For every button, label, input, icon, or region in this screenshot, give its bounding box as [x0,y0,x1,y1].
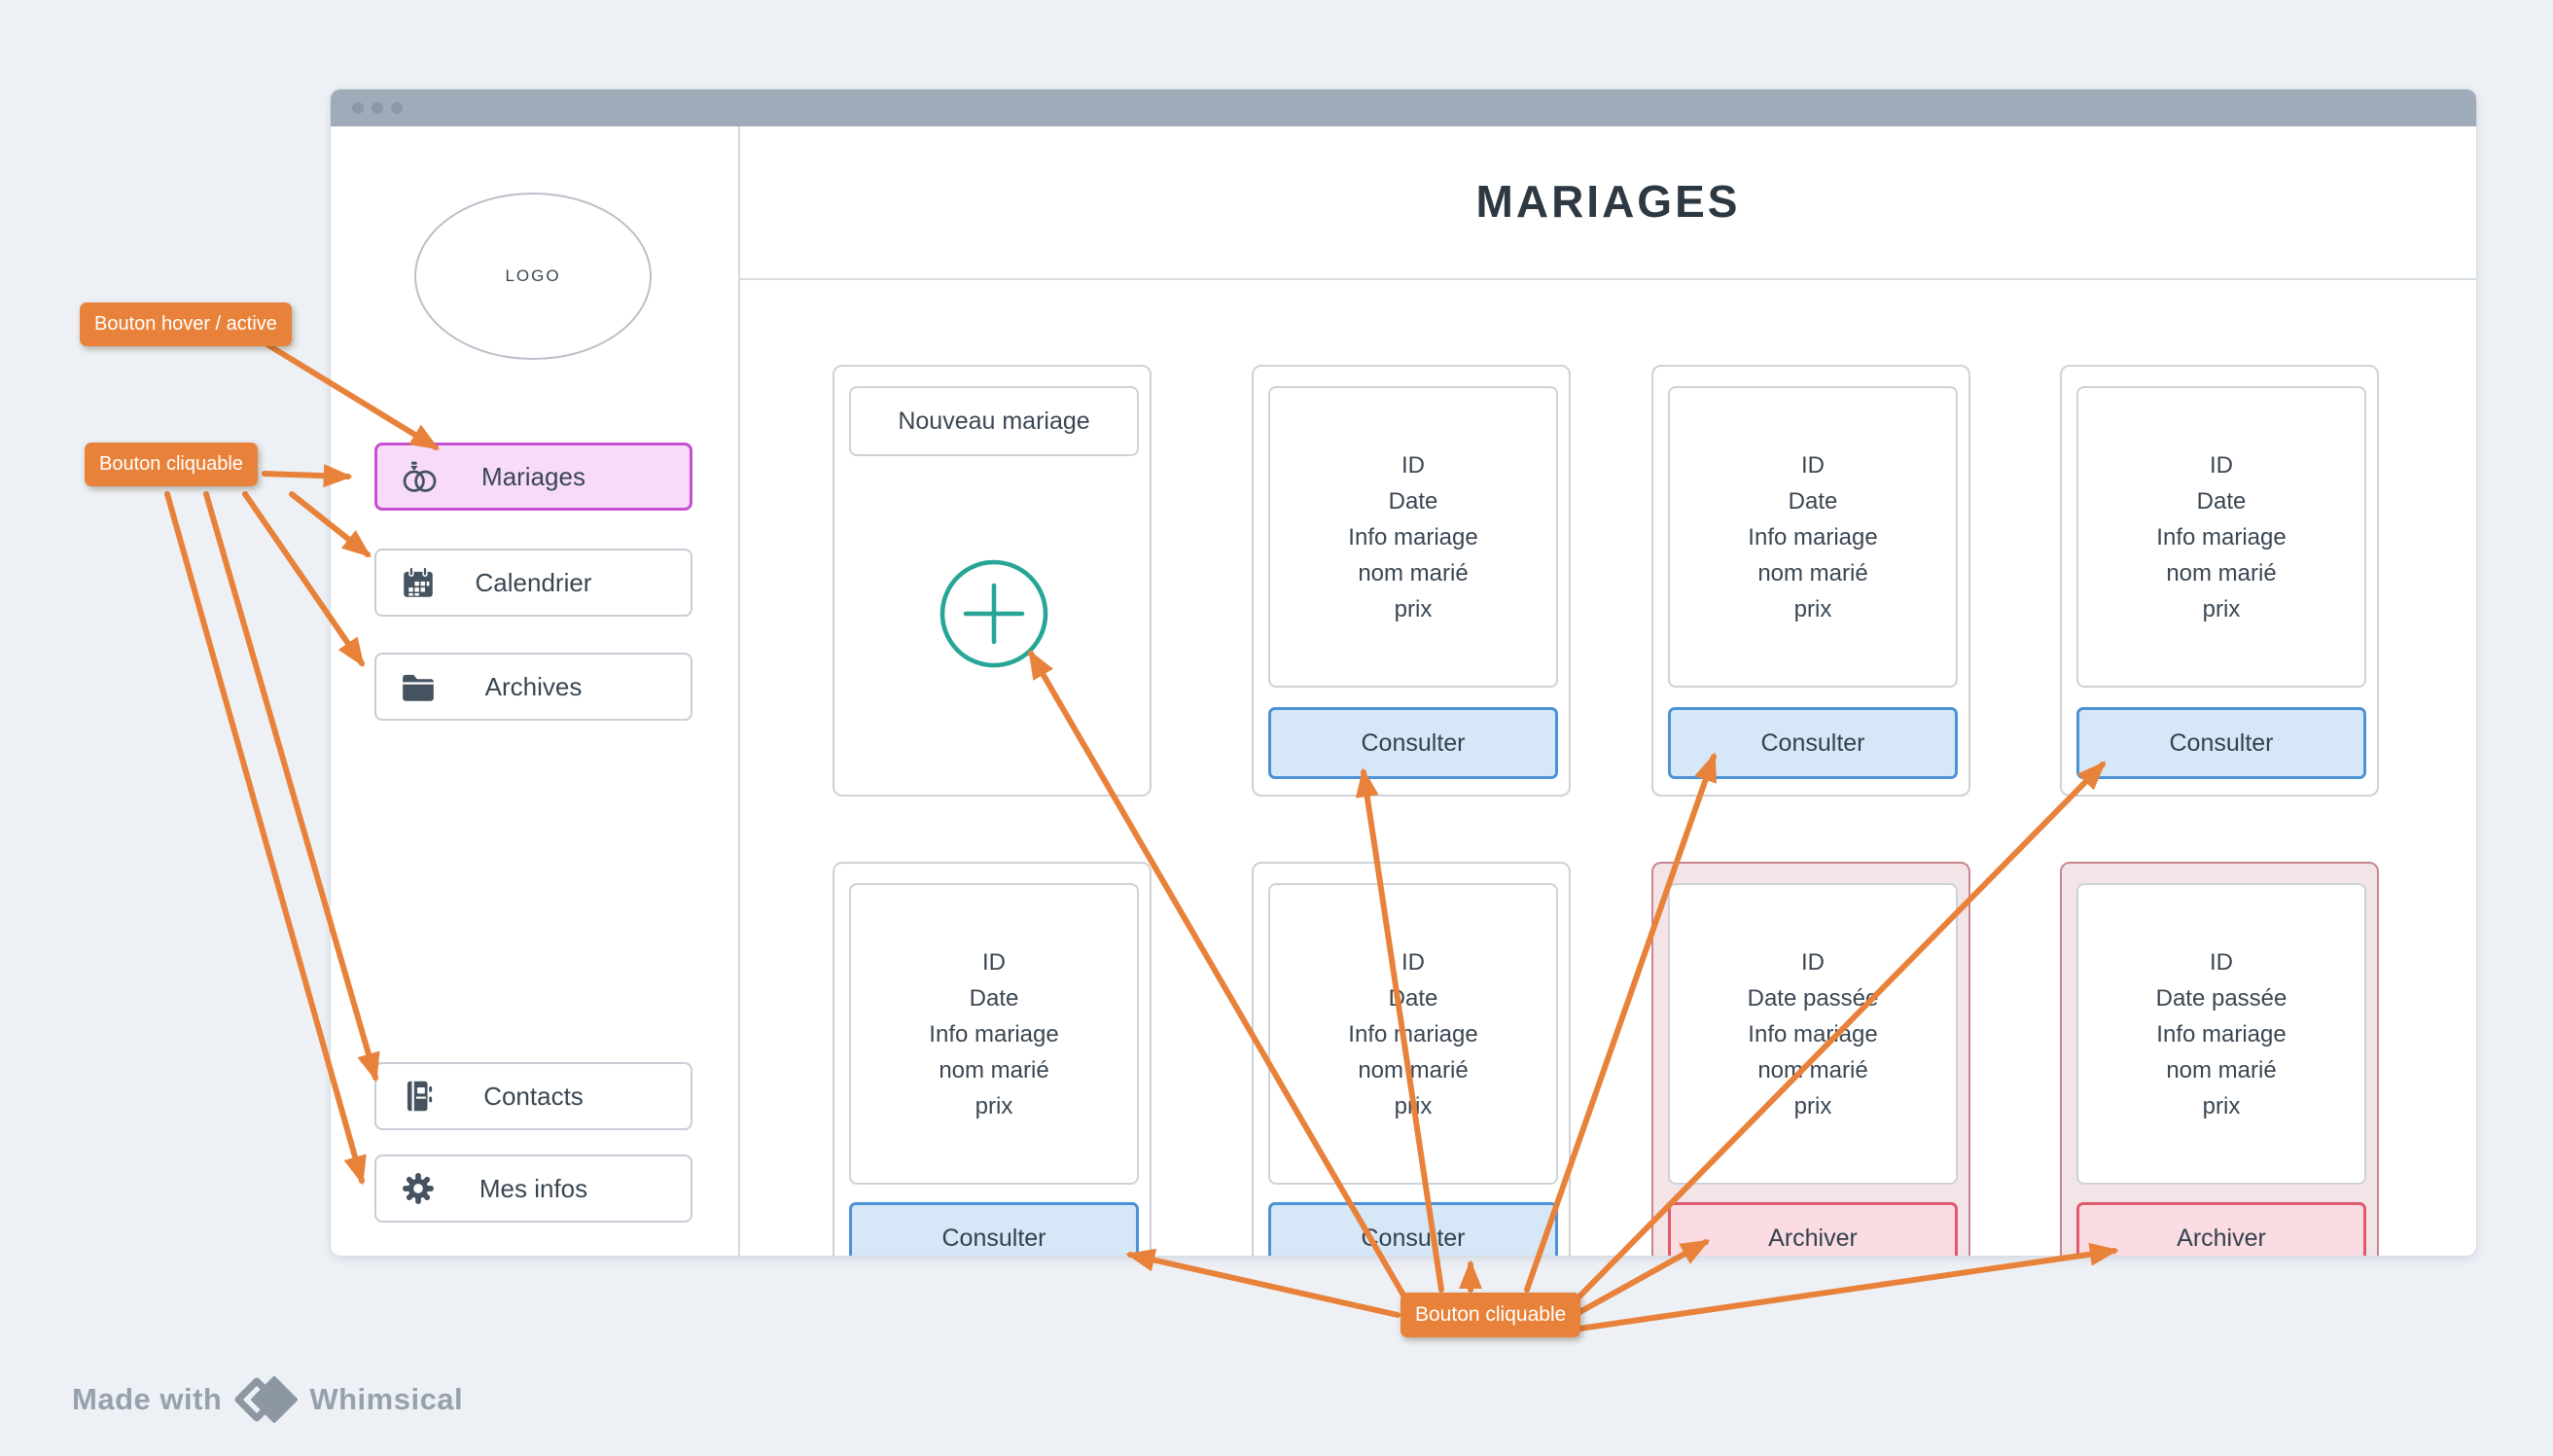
whimsical-brand-text: Whimsical [309,1382,463,1417]
header-divider [740,278,2476,280]
window-dot [372,102,383,114]
browser-window: LOGO Mariages Calendrier Archives [331,89,2476,1256]
sidebar-divider [738,126,740,1256]
card-line: ID [1801,944,1825,980]
card-line: Info mariage [929,1016,1058,1052]
add-mariage-button[interactable] [939,558,1049,669]
card-line: nom marié [939,1052,1048,1088]
mariage-card-info: ID Date Info mariage nom marié prix [1268,883,1558,1185]
card-line: ID [1401,447,1425,483]
card-line: ID [1401,944,1425,980]
card-line: prix [1794,591,1832,627]
logo-text: LOGO [505,266,560,286]
card-line: ID [982,944,1006,980]
annotation-clickable-bottom: Bouton cliquable [1401,1293,1580,1337]
mariage-card-info: ID Date Info mariage nom marié prix [1668,386,1958,688]
card-line: Date [1389,483,1438,519]
new-mariage-title: Nouveau mariage [849,386,1139,456]
whimsical-logo-icon [233,1371,298,1428]
card-line: nom marié [1757,555,1867,591]
window-titlebar [331,89,2476,126]
card-line: ID [2210,944,2233,980]
archived-mariage-card: ID Date passée Info mariage nom marié pr… [2060,862,2379,1256]
mariage-card: ID Date Info mariage nom marié prix Cons… [2060,365,2379,797]
mariage-card-info: ID Date Info mariage nom marié prix [2076,386,2366,688]
consulter-button[interactable]: Consulter [1268,1202,1558,1256]
page-title: MARIAGES [740,175,2476,228]
mariage-card-info: ID Date passée Info mariage nom marié pr… [1668,883,1958,1185]
card-line: nom marié [1358,1052,1468,1088]
card-line: nom marié [1757,1052,1867,1088]
card-line: Info mariage [1348,1016,1477,1052]
mariage-card-info: ID Date Info mariage nom marié prix [849,883,1139,1185]
card-line: prix [1395,591,1433,627]
card-line: Info mariage [1748,1016,1877,1052]
sidebar-item-label: Archives [376,655,691,719]
annotation-clickable-left: Bouton cliquable [85,443,258,486]
card-line: Date [2197,483,2247,519]
sidebar-item-label: Calendrier [376,550,691,615]
mariage-card: ID Date Info mariage nom marié prix Cons… [1651,365,1970,797]
card-line: Info mariage [2156,519,2286,555]
sidebar-item-mes-infos[interactable]: Mes infos [374,1154,692,1223]
sidebar-item-label: Contacts [376,1064,691,1128]
card-line: nom marié [1358,555,1468,591]
card-line: Date [1389,980,1438,1016]
card-line: nom marié [2166,555,2276,591]
window-dot [391,102,403,114]
card-line: prix [975,1088,1013,1124]
card-line: ID [1801,447,1825,483]
mariage-card: ID Date Info mariage nom marié prix Cons… [833,862,1152,1256]
card-line: Date [970,980,1019,1016]
card-line: prix [1395,1088,1433,1124]
sidebar-item-contacts[interactable]: Contacts [374,1062,692,1130]
card-line: Date passée [2156,980,2287,1016]
mariage-card: ID Date Info mariage nom marié prix Cons… [1252,862,1571,1256]
whimsical-footer: Made with Whimsical [72,1371,463,1428]
card-line: Date passée [1748,980,1879,1016]
card-line: Date [1789,483,1838,519]
sidebar-item-label: Mariages [377,445,690,508]
card-line: Info mariage [2156,1016,2286,1052]
plus-icon [939,558,1049,669]
mariage-card-info: ID Date Info mariage nom marié prix [1268,386,1558,688]
card-line: ID [2210,447,2233,483]
card-line: prix [2203,1088,2241,1124]
card-line: prix [2203,591,2241,627]
sidebar-item-archives[interactable]: Archives [374,653,692,721]
mariage-card-info: ID Date passée Info mariage nom marié pr… [2076,883,2366,1185]
new-mariage-card: Nouveau mariage [833,365,1152,797]
archiver-button[interactable]: Archiver [2076,1202,2366,1256]
consulter-button[interactable]: Consulter [1268,707,1558,779]
sidebar-item-mariages[interactable]: Mariages [374,443,692,511]
card-line: nom marié [2166,1052,2276,1088]
archiver-button[interactable]: Archiver [1668,1202,1958,1256]
made-with-text: Made with [72,1382,222,1417]
card-line: Info mariage [1748,519,1877,555]
consulter-button[interactable]: Consulter [2076,707,2366,779]
annotation-hover-active: Bouton hover / active [80,302,292,346]
mariage-card: ID Date Info mariage nom marié prix Cons… [1252,365,1571,797]
consulter-button[interactable]: Consulter [849,1202,1139,1256]
card-line: Info mariage [1348,519,1477,555]
sidebar-item-label: Mes infos [376,1156,691,1221]
archived-mariage-card: ID Date passée Info mariage nom marié pr… [1651,862,1970,1256]
sidebar-item-calendrier[interactable]: Calendrier [374,549,692,617]
window-dot [352,102,364,114]
consulter-button[interactable]: Consulter [1668,707,1958,779]
logo-placeholder: LOGO [414,193,652,360]
card-line: prix [1794,1088,1832,1124]
